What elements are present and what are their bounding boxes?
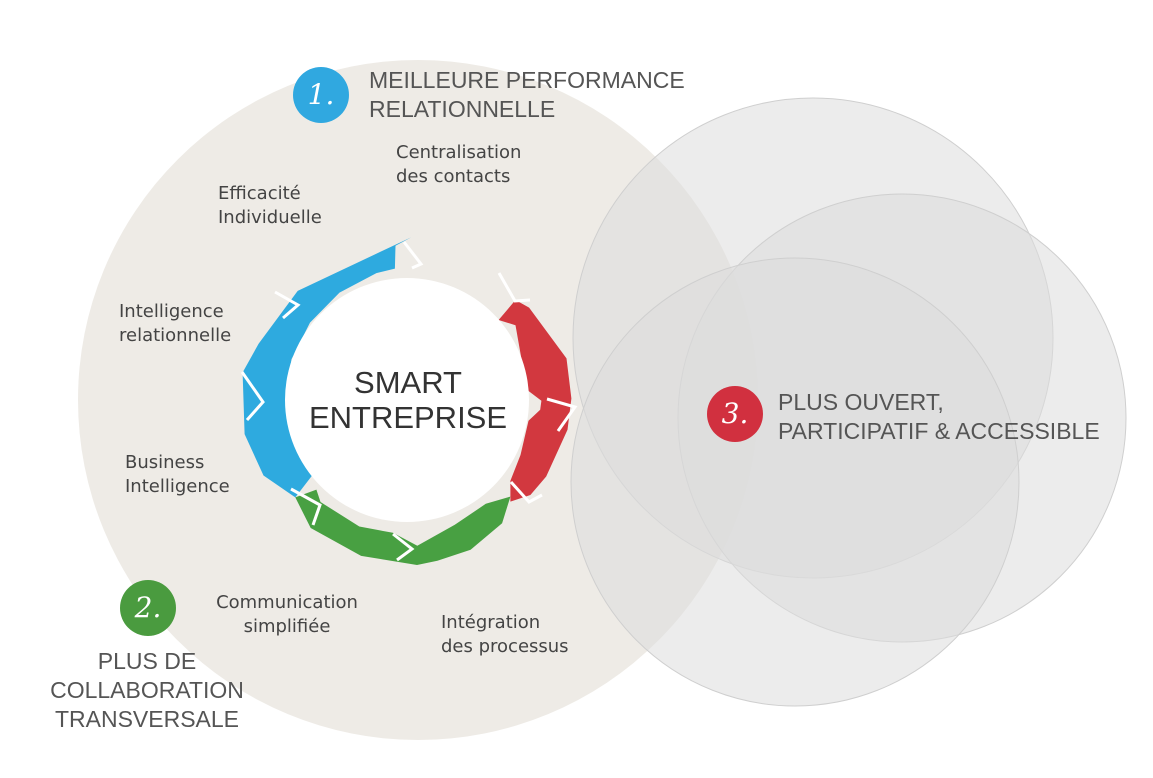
section-one-heading: MEILLEURE PERFORMANCE RELATIONNELLE <box>369 66 685 124</box>
label-communication-line1: Communication <box>216 592 358 613</box>
label-intelligence-relationnelle-line2: relationnelle <box>119 325 232 346</box>
label-efficacite-line1: Efficacité <box>218 183 301 204</box>
label-efficacite: Efficacité Individuelle <box>218 182 322 230</box>
ring-segment-green <box>295 489 511 565</box>
label-business-intelligence-line2: Intelligence <box>125 476 230 497</box>
section-two-heading: PLUS DE COLLABORATION TRANSVERSALE <box>42 647 252 734</box>
label-business-intelligence: Business Intelligence <box>125 451 230 499</box>
label-centralisation-line1: Centralisation <box>396 142 522 163</box>
label-communication: Communication simplifiée <box>212 591 362 639</box>
center-title-line2: ENTREPRISE <box>308 400 508 435</box>
overlap-circle-bottom <box>570 257 1020 707</box>
label-intelligence-relationnelle: Intelligence relationnelle <box>119 300 231 348</box>
section-two-line2: COLLABORATION <box>50 677 244 703</box>
label-efficacite-line2: Individuelle <box>218 207 322 228</box>
section-two-line1: PLUS DE <box>97 648 197 674</box>
section-three-heading: PLUS OUVERT, PARTICIPATIF & ACCESSIBLE <box>778 388 1100 446</box>
section-three-line1: PLUS OUVERT, <box>778 389 944 415</box>
ring-arrow-notch <box>546 397 578 432</box>
ring-arrow-notch <box>392 532 415 562</box>
label-centralisation-line2: des contacts <box>396 166 511 187</box>
label-integration-line2: des processus <box>441 636 569 657</box>
center-disc <box>285 278 529 522</box>
ring-arrow-notch <box>497 272 531 303</box>
section-two-line3: TRANSVERSALE <box>54 706 240 732</box>
center-title-line1: SMART <box>354 365 462 400</box>
badge-three: 3. <box>707 386 763 442</box>
ring-arrow-notch <box>290 487 322 526</box>
section-one-line2: RELATIONNELLE <box>369 96 556 122</box>
label-integration: Intégration des processus <box>441 611 569 659</box>
ring-segment-blue <box>242 237 412 498</box>
ring-arrow-notch <box>274 290 301 320</box>
ring-segment-red <box>498 300 572 502</box>
label-business-intelligence-line1: Business <box>125 452 205 473</box>
label-integration-line1: Intégration <box>441 612 541 633</box>
center-title: SMART ENTREPRISE <box>308 365 508 435</box>
ring-arrow-notch <box>240 371 265 421</box>
ring-arrow-notch <box>402 241 424 270</box>
ring-arrow-notch <box>509 480 543 504</box>
label-intelligence-relationnelle-line1: Intelligence <box>119 301 224 322</box>
label-communication-line2: simplifiée <box>243 616 331 637</box>
badge-two: 2. <box>120 580 176 636</box>
badge-one: 1. <box>293 67 349 123</box>
label-centralisation: Centralisation des contacts <box>396 141 521 189</box>
cycle-ring <box>240 237 578 565</box>
section-one-line1: MEILLEURE PERFORMANCE <box>369 67 685 93</box>
section-three-line2: PARTICIPATIF & ACCESSIBLE <box>778 418 1100 444</box>
